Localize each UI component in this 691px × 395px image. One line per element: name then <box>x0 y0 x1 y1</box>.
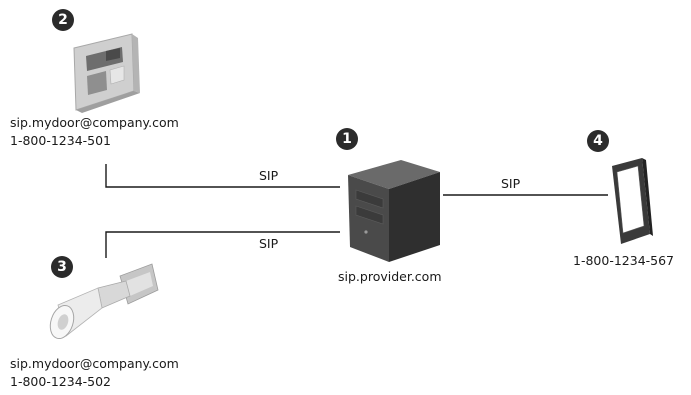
smartphone-icon <box>612 158 653 244</box>
horn-speaker-icon <box>49 263 159 340</box>
door-station-icon <box>73 33 140 113</box>
badge-horn-speaker: 3 <box>51 256 73 278</box>
sip-label-door-server: SIP <box>259 168 279 183</box>
badge-phone: 4 <box>587 130 609 152</box>
server-icon <box>348 160 440 262</box>
connection-line-speaker-server <box>105 231 340 258</box>
sip-label-speaker-server: SIP <box>259 236 279 251</box>
sip-label-server-phone: SIP <box>501 176 521 191</box>
server-label: sip.provider.com <box>338 269 442 284</box>
badge-server: 1 <box>336 128 358 150</box>
horn-speaker-address: sip.mydoor@company.com <box>10 356 179 371</box>
phone-number: 1-800-1234-567 <box>573 253 675 268</box>
door-station-address: sip.mydoor@company.com <box>10 115 179 130</box>
door-station-number: 1-800-1234-501 <box>10 133 112 148</box>
connection-line-door-server <box>105 164 340 188</box>
badge-door-station: 2 <box>52 9 74 31</box>
horn-speaker-number: 1-800-1234-502 <box>10 374 112 389</box>
